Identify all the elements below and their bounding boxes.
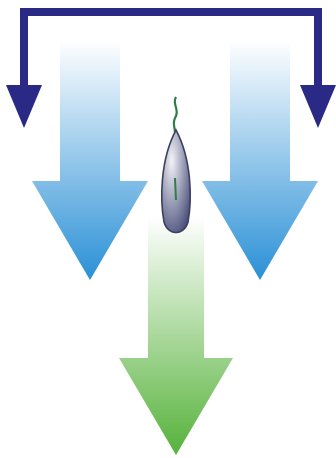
left-down-arrow: [32, 40, 148, 280]
center-down-arrow: [119, 216, 233, 455]
right-down-arrow: [202, 40, 318, 280]
bracket-left-arrowhead-icon: [6, 85, 42, 128]
seed-center-line: [175, 178, 176, 200]
seed-icon: [162, 97, 190, 233]
bracket-right-arrowhead-icon: [300, 85, 336, 128]
